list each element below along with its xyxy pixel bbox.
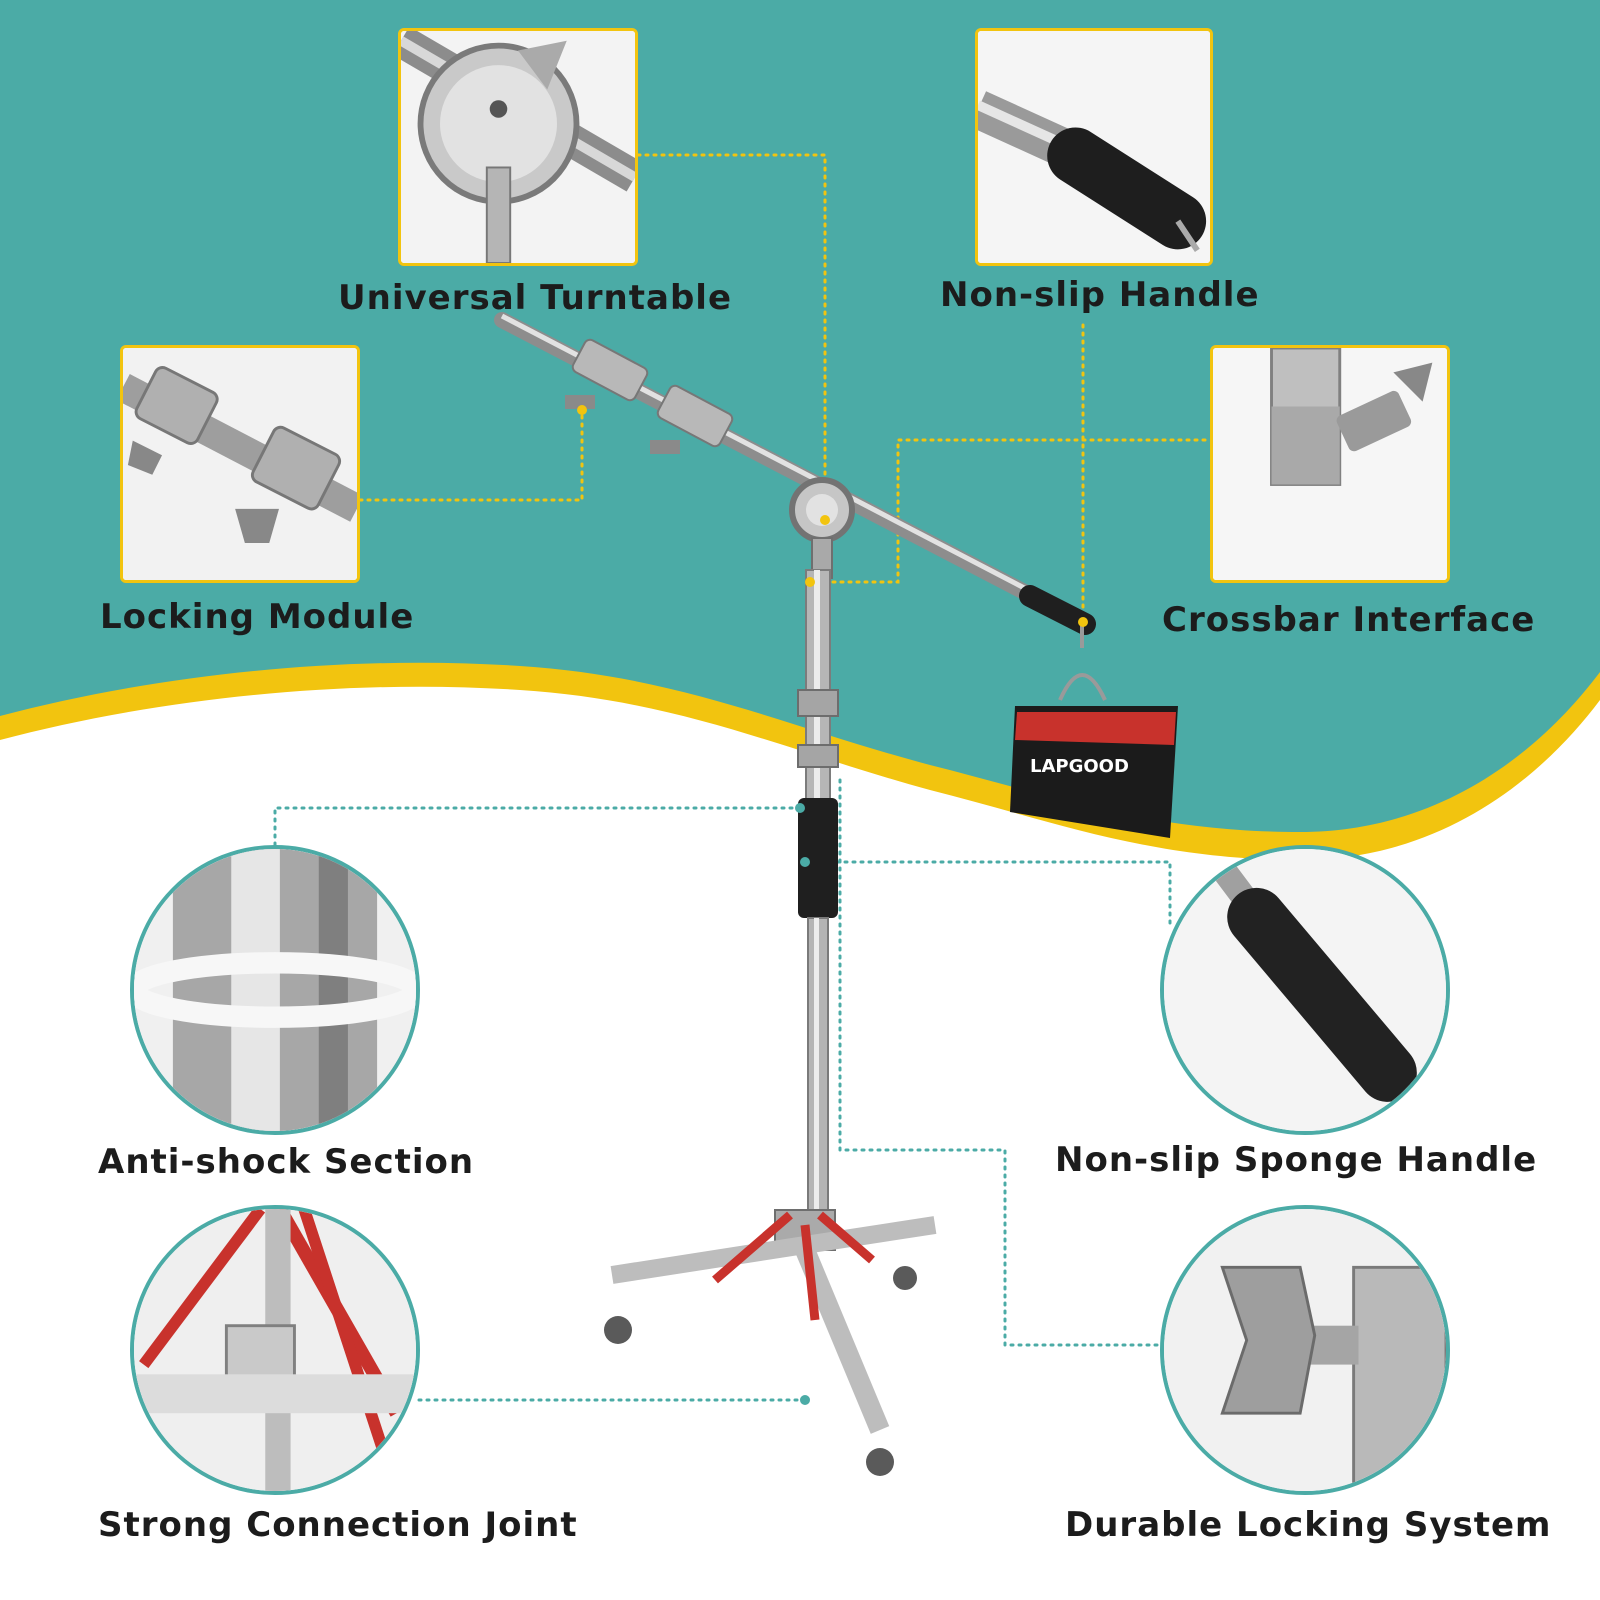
crossbar-interface-detail-image <box>1210 345 1450 583</box>
label-locking-module: Locking Module <box>100 597 415 637</box>
label-anti-shock-section: Anti-shock Section <box>98 1142 475 1182</box>
durable-locking-system-detail-image <box>1160 1205 1450 1495</box>
label-crossbar-interface: Crossbar Interface <box>1162 600 1536 640</box>
non-slip-sponge-handle-detail-image <box>1160 845 1450 1135</box>
label-non-slip-sponge-handle: Non-slip Sponge Handle <box>1055 1140 1538 1180</box>
label-universal-turntable: Universal Turntable <box>338 278 733 318</box>
label-durable-locking-system: Durable Locking System <box>1065 1505 1552 1545</box>
label-strong-connection-joint: Strong Connection Joint <box>98 1505 578 1545</box>
anti-shock-section-detail-image <box>130 845 420 1135</box>
locking-module-detail-image <box>120 345 360 583</box>
label-non-slip-handle: Non-slip Handle <box>940 275 1260 315</box>
non-slip-handle-detail-image <box>975 28 1213 266</box>
universal-turntable-detail-image <box>398 28 638 266</box>
strong-connection-joint-detail-image <box>130 1205 420 1495</box>
